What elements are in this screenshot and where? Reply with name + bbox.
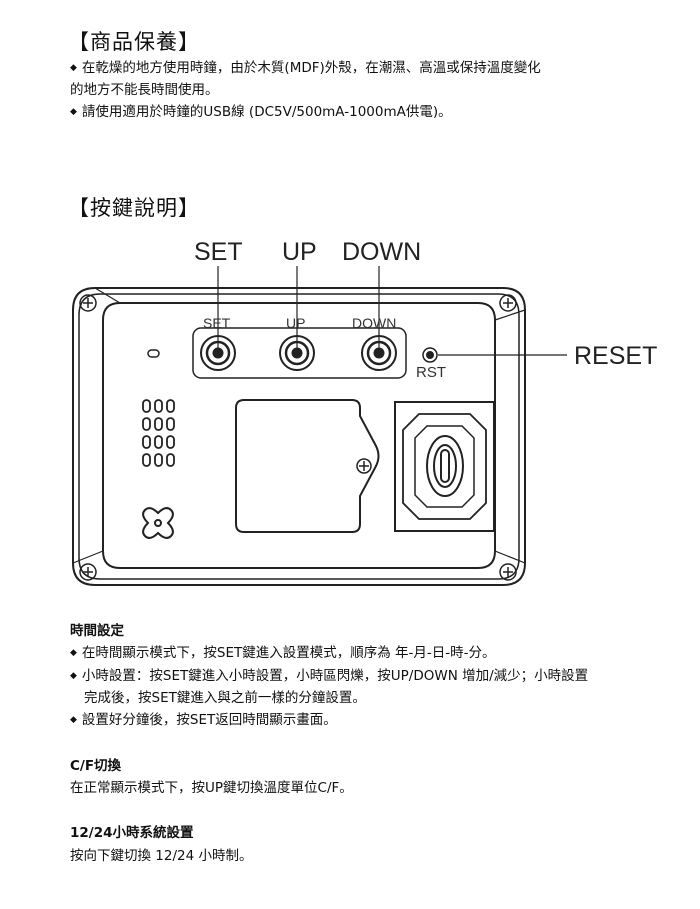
cf-switch-text: 在正常顯示模式下，按UP鍵切換溫度單位C/F。 bbox=[70, 780, 353, 796]
time-setting-item-3: 設置好分鐘後，按SET返回時間顯示畫面。 bbox=[70, 712, 337, 728]
outer-frame bbox=[72, 287, 526, 586]
panel-label-rst: RST bbox=[416, 364, 446, 381]
battery-cover bbox=[235, 399, 380, 533]
button-strip bbox=[192, 327, 407, 379]
speaker-grille bbox=[142, 399, 175, 467]
keys-heading: 【按鍵說明】 bbox=[68, 196, 200, 220]
clock-back-panel-diagram: SET UP DOWN RST bbox=[72, 266, 567, 586]
up-button-drawing bbox=[279, 335, 315, 371]
label-down-top: DOWN bbox=[342, 238, 422, 266]
panel-label-set: SET bbox=[203, 315, 231, 331]
time-setting-item-1: 在時間顯示模式下，按SET鍵進入設置模式，順序為 年-月-日-時-分。 bbox=[70, 645, 496, 661]
set-button-drawing bbox=[200, 335, 236, 371]
time-setting-item-2a: 小時設置：按SET鍵進入小時設置，小時區閃爍，按UP/DOWN 增加/減少；小時… bbox=[70, 668, 588, 684]
care-line-1: 在乾燥的地方使用時鐘，由於木質(MDF)外殼，在潮濕、高溫或保持溫度變化 bbox=[70, 60, 541, 76]
usb-port-housing bbox=[394, 401, 495, 532]
label-set-top: SET bbox=[194, 238, 243, 266]
indicator-oval bbox=[147, 349, 160, 358]
screw-top-right bbox=[499, 294, 517, 312]
reset-hole bbox=[422, 347, 438, 363]
care-line-3: 請使用適用於時鐘的USB線 (DC5V/500mA-1000mA供電)。 bbox=[70, 104, 452, 120]
hour-system-title: 12/24小時系統設置 bbox=[70, 825, 194, 841]
panel-label-up: UP bbox=[286, 315, 305, 331]
time-setting-title: 時間設定 bbox=[70, 623, 124, 639]
screw-top-left bbox=[79, 294, 97, 312]
screw-bottom-right bbox=[499, 563, 517, 581]
x-mark-symbol bbox=[142, 507, 174, 539]
care-line-2: 的地方不能長時間使用。 bbox=[70, 82, 219, 98]
hour-system-text: 按向下鍵切換 12/24 小時制。 bbox=[70, 848, 253, 864]
screw-bottom-left bbox=[79, 563, 97, 581]
panel-label-down: DOWN bbox=[352, 315, 396, 331]
label-up-top: UP bbox=[282, 238, 317, 266]
label-reset: RESET bbox=[574, 342, 658, 370]
cf-switch-title: C/F切換 bbox=[70, 758, 122, 774]
time-setting-item-2b: 完成後，按SET鍵進入與之前一樣的分鐘設置。 bbox=[84, 690, 366, 706]
care-heading: 【商品保養】 bbox=[68, 30, 200, 54]
down-button-drawing bbox=[361, 335, 397, 371]
